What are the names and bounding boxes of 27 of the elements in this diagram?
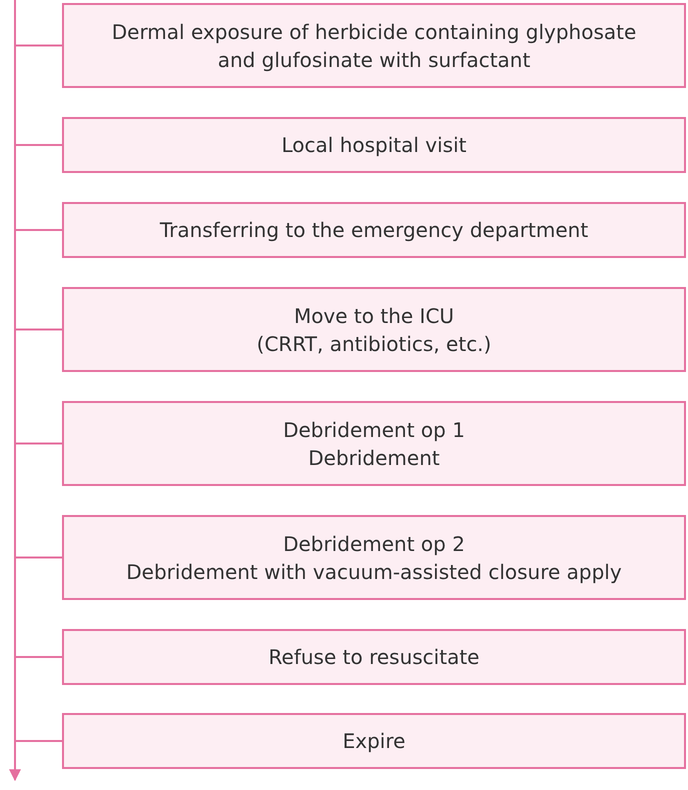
event-text: (CRRT, antibiotics, etc.) (256, 330, 492, 358)
event-text: Debridement op 2 (282, 530, 466, 558)
event-text: Transferring to the emergency department (158, 217, 590, 244)
connector-line (15, 44, 62, 46)
connector-line (15, 328, 62, 330)
connector-line (15, 656, 62, 658)
event-text: Debridement (307, 444, 441, 472)
event-box (62, 515, 686, 600)
event-box (62, 202, 686, 258)
event-text: Expire (342, 728, 406, 755)
event-text: Local hospital visit (280, 132, 468, 159)
connector-line (15, 740, 62, 742)
event-box (62, 713, 686, 769)
event-text: Dermal exposure of herbicide containing glyphosate and glufosinate with surfactant (110, 18, 638, 74)
event-box (62, 287, 686, 372)
event-box (62, 3, 686, 88)
connector-line (15, 229, 62, 231)
event-text: Debridement with vacuum-assisted closure apply (125, 558, 623, 586)
event-text: Refuse to resuscitate (268, 644, 480, 671)
event-box (62, 401, 686, 486)
connector-line (15, 144, 62, 146)
connector-line (15, 442, 62, 444)
connector-line (15, 556, 62, 558)
event-box (62, 117, 686, 173)
event-box (62, 629, 686, 685)
event-text: Debridement op 1 (282, 416, 466, 444)
event-text: Move to the ICU (292, 302, 456, 330)
